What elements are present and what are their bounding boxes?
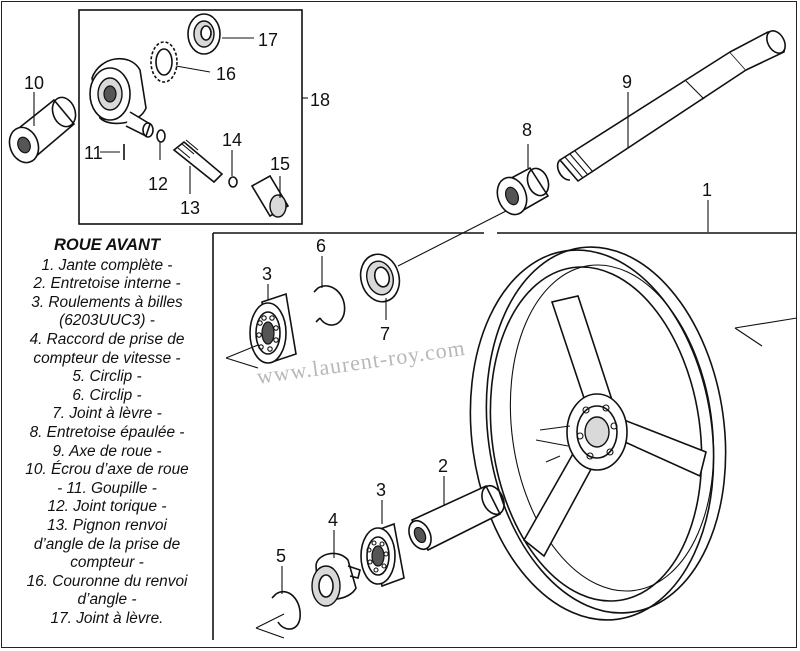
legend-item: 6. Circlip - xyxy=(72,386,142,404)
callout-14: 14 xyxy=(222,130,242,150)
callout-6: 6 xyxy=(316,236,326,256)
circlip-6-part xyxy=(313,285,346,326)
callout-8: 8 xyxy=(522,120,532,140)
oil-seal-part xyxy=(359,253,401,303)
internal-spacer-part xyxy=(408,484,505,552)
inset-box-speedometer-drive xyxy=(78,9,303,225)
legend-item: d’angle de la prise de xyxy=(33,535,181,553)
legend-item: 13. Pignon renvoi xyxy=(47,516,167,534)
legend-item: 9. Axe de roue - xyxy=(52,442,162,460)
wheel-rim-part xyxy=(469,246,727,621)
callout-17: 17 xyxy=(258,30,278,50)
legend-item: 2. Entretoise interne - xyxy=(33,275,181,293)
legend-title: ROUE AVANT xyxy=(53,236,161,254)
ball-bearing-lower-part xyxy=(360,522,405,588)
callout-3-upper: 3 xyxy=(262,264,272,284)
parts-legend: ROUE AVANT 1. Jante complète - 2. Entret… xyxy=(2,236,212,628)
callout-10: 10 xyxy=(24,73,44,93)
legend-item: compteur de vitesse - xyxy=(33,349,181,367)
wheel-axle-part xyxy=(556,30,786,183)
callout-15: 15 xyxy=(270,154,290,174)
legend-item: compteur - xyxy=(70,554,144,572)
legend-item: 16. Couronne du renvoi xyxy=(26,572,188,590)
circlip-5-part xyxy=(271,591,301,630)
ring-gear-part xyxy=(150,41,178,83)
callout-13: 13 xyxy=(180,198,200,218)
callout-7: 7 xyxy=(380,324,390,344)
legend-item: d’angle - xyxy=(77,591,137,609)
o-ring-part xyxy=(156,129,166,143)
lip-seal-17-part xyxy=(187,13,221,55)
shouldered-spacer-part xyxy=(496,166,550,216)
axle-centerline xyxy=(397,207,513,267)
legend-item: 12. Joint torique - xyxy=(47,498,167,516)
leader-lines xyxy=(33,37,709,594)
legend-item: 10. Écrou d’axe de roue xyxy=(25,461,189,479)
gear-housing-part xyxy=(89,57,154,138)
callout-12: 12 xyxy=(148,174,168,194)
arrow-circlip-5 xyxy=(255,613,285,639)
callout-4: 4 xyxy=(328,510,338,530)
callout-5: 5 xyxy=(276,546,286,566)
axle-nut-part xyxy=(8,96,77,164)
legend-items: 1. Jante complète - 2. Entretoise intern… xyxy=(2,257,212,629)
callout-11: 11 xyxy=(84,143,103,163)
bushing-part xyxy=(250,174,290,218)
drive-pinion-part xyxy=(172,139,224,184)
legend-item: 3. Roulements à billes xyxy=(31,293,183,311)
callout-1: 1 xyxy=(702,180,712,200)
legend-item: 1. Jante complète - xyxy=(41,256,173,274)
legend-item: - 11. Goupille - xyxy=(57,479,157,497)
washer-part xyxy=(228,176,238,188)
arrow-bearing-upper xyxy=(225,344,259,369)
legend-item: 7. Joint à lèvre - xyxy=(52,405,162,423)
arrow-rim xyxy=(734,317,798,347)
legend-item: 8. Entretoise épaulée - xyxy=(29,423,185,441)
speedometer-drive-fitting-part xyxy=(311,552,361,607)
callout-3-lower: 3 xyxy=(376,480,386,500)
callout-2: 2 xyxy=(438,456,448,476)
legend-item: 4. Raccord de prise de xyxy=(29,330,185,348)
callout-9: 9 xyxy=(622,72,632,92)
legend-item: (6203UUC3) - xyxy=(59,312,155,330)
callout-18: 18 xyxy=(310,90,330,110)
ball-bearing-upper-part xyxy=(249,292,297,364)
legend-item: 5. Circlip - xyxy=(72,368,142,386)
callout-16: 16 xyxy=(216,64,236,84)
legend-item: 17. Joint à lèvre. xyxy=(50,609,164,627)
